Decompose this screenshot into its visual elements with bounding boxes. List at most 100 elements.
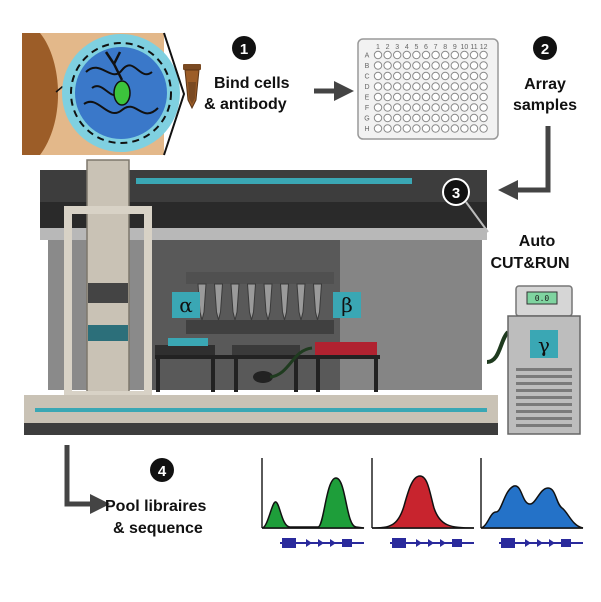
plate-well xyxy=(421,92,431,102)
gene-strand-arrow xyxy=(306,539,312,547)
plate-well xyxy=(421,61,431,70)
step-2-badge xyxy=(533,36,557,60)
plate-row-label: G xyxy=(364,116,369,123)
plate-well xyxy=(383,61,392,70)
plate-well xyxy=(412,124,421,133)
plate-well xyxy=(450,71,459,81)
plate-well xyxy=(450,113,459,123)
plate-well xyxy=(469,50,479,60)
plate-well xyxy=(373,50,383,60)
plate-column-label: 6 xyxy=(424,44,428,51)
plate-well xyxy=(431,92,440,102)
vent-slat xyxy=(516,375,572,378)
plate-row-label: D xyxy=(364,84,369,91)
gripper-plate xyxy=(88,325,128,341)
plate-well xyxy=(441,50,450,60)
plate-well xyxy=(469,103,479,112)
pipette-tip xyxy=(296,283,306,321)
tissue-edge xyxy=(22,33,59,155)
plate-well xyxy=(479,124,488,133)
plate-well xyxy=(421,113,431,123)
magnet-block xyxy=(253,371,273,383)
pipette-tip xyxy=(279,283,290,321)
plate-well xyxy=(450,82,459,91)
plate-well xyxy=(460,61,469,70)
plate-well xyxy=(373,82,383,91)
step-4-badge xyxy=(150,458,174,482)
plate-well xyxy=(373,61,383,70)
gantry-tower xyxy=(86,159,130,396)
plate-well xyxy=(479,50,488,60)
plate-well xyxy=(479,113,488,123)
vent-slat xyxy=(516,382,572,385)
plate-well xyxy=(479,92,488,102)
plate-well xyxy=(393,71,402,81)
plate-row-label: F xyxy=(365,105,369,112)
vent-slat xyxy=(516,424,572,427)
pipette-tips xyxy=(197,283,323,321)
plate-well xyxy=(421,124,431,133)
plate-well xyxy=(450,92,459,102)
plate-well xyxy=(441,103,450,112)
plate-well xyxy=(412,71,421,81)
plate-well xyxy=(393,113,402,123)
plate-well xyxy=(393,103,402,112)
plate-row-label: H xyxy=(364,126,369,133)
plate-column-label: 2 xyxy=(386,44,390,51)
plate-well xyxy=(460,103,469,112)
plate-well xyxy=(441,124,450,133)
plate-column-label: 7 xyxy=(434,44,438,51)
plate-well xyxy=(460,50,469,60)
gene-strand-arrow xyxy=(525,539,531,547)
vent-slat xyxy=(516,403,572,406)
plate-well xyxy=(383,50,392,60)
vent-slat xyxy=(516,396,572,399)
plate-column-label: 11 xyxy=(470,44,477,51)
step-3-badge xyxy=(442,178,470,206)
plate-well xyxy=(460,82,469,91)
target-protein xyxy=(113,80,131,106)
plate-well xyxy=(402,82,411,91)
pipette-tip xyxy=(213,283,224,321)
plate-well xyxy=(383,71,392,81)
hood-teal-stripe xyxy=(136,178,412,184)
plate-well xyxy=(460,113,469,123)
plate-well xyxy=(441,92,450,102)
plate-well xyxy=(373,103,383,112)
plate-well xyxy=(402,113,411,123)
plate-well xyxy=(469,71,479,81)
pipette-tip xyxy=(263,283,273,321)
plate-well xyxy=(402,92,411,102)
gene-models xyxy=(280,538,583,548)
step-3-label-line2: CUT&RUN xyxy=(490,255,569,272)
gene-strand-arrow xyxy=(428,539,434,547)
vent-slat xyxy=(516,389,572,392)
step-1-number: 1 xyxy=(240,41,248,58)
step-4-number: 4 xyxy=(158,463,167,480)
base-foot xyxy=(24,423,498,435)
beta-badge xyxy=(333,292,361,318)
plate-well xyxy=(431,113,440,123)
plate-well xyxy=(431,82,440,91)
chiller-tubing xyxy=(486,330,510,364)
plate-column-label: 12 xyxy=(480,44,488,51)
track-blue xyxy=(480,458,584,529)
plate-well xyxy=(373,113,383,123)
plate-well xyxy=(412,50,421,60)
plate-well xyxy=(402,61,411,70)
plate-well xyxy=(402,103,411,112)
plate-well xyxy=(469,113,479,123)
plate-well xyxy=(441,113,450,123)
plate-well xyxy=(383,92,392,102)
gene-strand-arrow xyxy=(416,539,422,547)
liquid-handler: α β xyxy=(24,159,498,435)
plate-row-label: E xyxy=(365,95,370,102)
step-2-label-line1: Array xyxy=(524,76,566,93)
step-1-label-line2: & antibody xyxy=(204,96,287,113)
deck-plate-center xyxy=(232,345,300,355)
plate-well xyxy=(383,124,392,133)
step-4-label-line2: & sequence xyxy=(113,520,203,537)
step-3-pointer xyxy=(465,201,489,233)
plate-well xyxy=(431,103,440,112)
